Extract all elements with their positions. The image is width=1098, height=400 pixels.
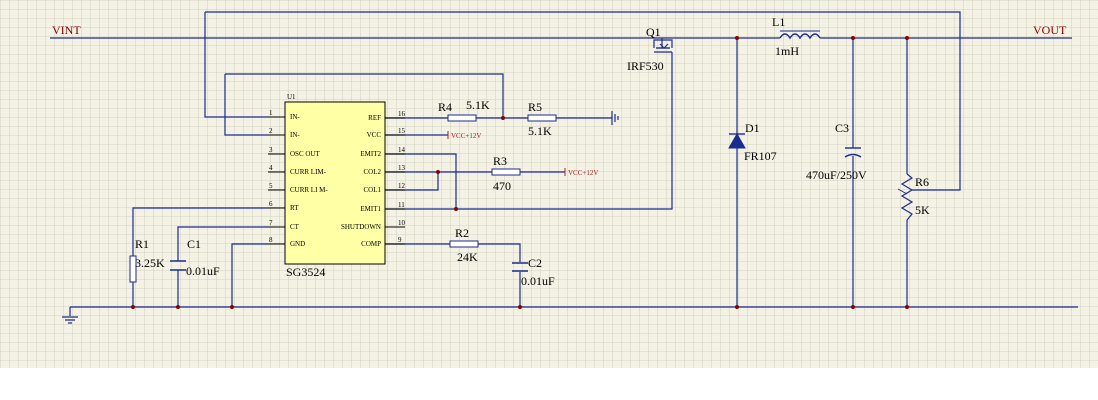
l1-ref: L1 bbox=[772, 15, 785, 29]
ic-ref-label: U1 bbox=[287, 93, 296, 101]
ic-pin-name-3: OSC OUT bbox=[290, 150, 320, 158]
r5-ref: R5 bbox=[528, 100, 542, 114]
capacitor-c3[interactable]: C3 470uF/250V bbox=[806, 121, 867, 182]
net-label-vout: VOUT bbox=[1033, 23, 1067, 37]
ic-pin-name-8: GND bbox=[290, 240, 305, 248]
capacitor-c2[interactable]: C2 0.01uF bbox=[512, 256, 555, 288]
diode-d1[interactable]: D1 FR107 bbox=[728, 121, 777, 163]
resistor-r1[interactable]: R1 3.25K bbox=[129, 237, 165, 283]
ic-pin-name-10: SHUTDOWN bbox=[341, 223, 381, 231]
ic-pin-number-1: 1 bbox=[269, 109, 273, 117]
vcc-label-r3: VCC+12V bbox=[564, 168, 598, 177]
d1-value: FR107 bbox=[744, 149, 777, 163]
ic-pin-name-1: IN- bbox=[290, 113, 300, 121]
resistor-r3[interactable]: R3 470 bbox=[491, 154, 521, 193]
ic-pin-name-6: RT bbox=[290, 204, 299, 212]
capacitor-c1[interactable]: C1 0.01uF bbox=[170, 237, 220, 278]
r3-value: 470 bbox=[493, 179, 511, 193]
d1-ref: D1 bbox=[745, 121, 760, 135]
ic-pin-name-2: IN- bbox=[290, 131, 300, 139]
ic-pin-name-9: COMP bbox=[361, 240, 381, 248]
c1-ref: C1 bbox=[187, 237, 201, 251]
ic-pin-number-7: 7 bbox=[269, 219, 273, 227]
ic-pin-name-14: EMIT2 bbox=[360, 150, 381, 158]
r2-value: 24K bbox=[457, 250, 478, 264]
r1-value: 3.25K bbox=[135, 256, 165, 270]
ic-pin-number-14: 14 bbox=[398, 146, 406, 154]
ic-pin-number-3: 3 bbox=[269, 146, 273, 154]
grid-background bbox=[0, 0, 1098, 368]
c1-value: 0.01uF bbox=[186, 264, 220, 278]
q1-ref: Q1 bbox=[646, 25, 661, 39]
c3-value: 470uF/250V bbox=[806, 168, 867, 182]
r4-ref: R4 bbox=[438, 100, 452, 114]
l1-value: 1mH bbox=[775, 44, 799, 58]
ic-pin-name-16: REF bbox=[368, 114, 381, 122]
ic-pin-number-9: 9 bbox=[398, 236, 402, 244]
ic-pin-number-16: 16 bbox=[398, 110, 406, 118]
c2-ref: C2 bbox=[528, 256, 542, 270]
ic-pin-number-12: 12 bbox=[398, 182, 406, 190]
ground-symbol-r5 bbox=[611, 111, 619, 125]
r6-ref: R6 bbox=[915, 175, 929, 189]
ic-pin-name-15: VCC bbox=[367, 131, 382, 139]
ic-pin-number-13: 13 bbox=[398, 164, 406, 172]
r1-ref: R1 bbox=[135, 237, 149, 251]
ic-name-label: SG3524 bbox=[286, 265, 325, 279]
r2-ref: R2 bbox=[455, 226, 469, 240]
vcc-label-pin15: VCC+12V bbox=[447, 131, 481, 140]
ic-sg3524[interactable]: U1 SG3524 bbox=[284, 93, 386, 279]
ic-pin-name-5: CURR LI M- bbox=[290, 186, 328, 194]
ic-pin-number-5: 5 bbox=[269, 182, 273, 190]
net-label-vint: VINT bbox=[52, 23, 81, 37]
svg-text:VCC+12V: VCC+12V bbox=[568, 169, 598, 177]
r3-ref: R3 bbox=[493, 154, 507, 168]
ground-symbol-main bbox=[62, 316, 78, 324]
svg-text:VCC+12V: VCC+12V bbox=[451, 132, 481, 140]
ic-pin-name-11: EMIT1 bbox=[360, 205, 381, 213]
inductor-l1[interactable]: L1 1mH bbox=[772, 15, 821, 58]
r6-value: 5K bbox=[915, 203, 930, 217]
ic-pin-number-15: 15 bbox=[398, 127, 406, 135]
c2-value: 0.01uF bbox=[521, 274, 555, 288]
ic-pin-number-4: 4 bbox=[269, 164, 273, 172]
c3-ref: C3 bbox=[835, 121, 849, 135]
mosfet-q1[interactable]: Q1 IRF530 bbox=[627, 25, 673, 73]
ic-pin-name-7: CT bbox=[290, 223, 300, 231]
resistor-r4[interactable]: R4 5.1K bbox=[438, 98, 490, 122]
ic-pin-name-4: CURR LIM- bbox=[290, 168, 327, 176]
junctions bbox=[131, 36, 909, 309]
ic-pin-number-8: 8 bbox=[269, 236, 273, 244]
q1-value: IRF530 bbox=[627, 59, 664, 73]
resistor-r5[interactable]: R5 5.1K bbox=[527, 100, 557, 138]
resistor-r2[interactable]: R2 24K bbox=[449, 226, 479, 264]
resistor-r6[interactable]: R6 5K bbox=[897, 173, 930, 221]
ic-pin-name-12: COL1 bbox=[364, 186, 382, 194]
ic-pin-number-2: 2 bbox=[269, 127, 273, 135]
ic-pin-number-6: 6 bbox=[269, 200, 273, 208]
ic-pin-number-11: 11 bbox=[398, 201, 405, 209]
ic-pin-number-10: 10 bbox=[398, 219, 406, 227]
r5-value: 5.1K bbox=[528, 124, 552, 138]
r4-value: 5.1K bbox=[466, 98, 490, 112]
ic-pin-name-13: COL2 bbox=[364, 168, 382, 176]
